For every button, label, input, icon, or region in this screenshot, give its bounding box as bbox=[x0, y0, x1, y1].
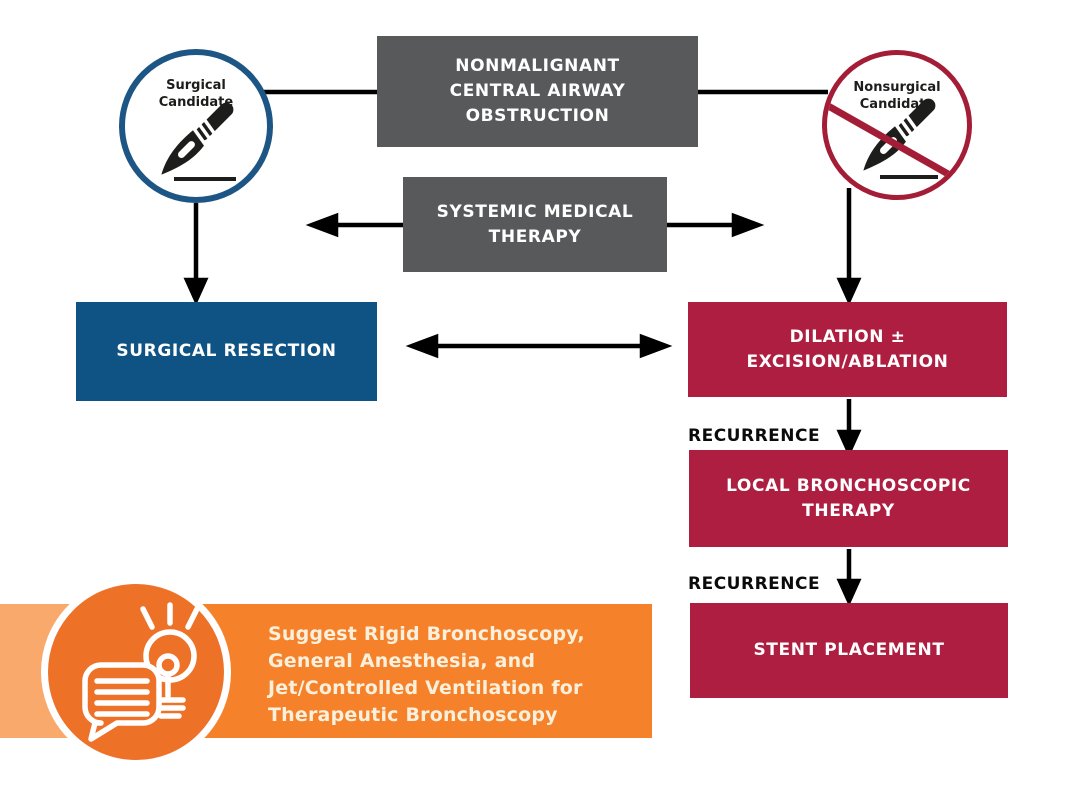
surgical-resection-label: SURGICAL RESECTION bbox=[116, 341, 337, 361]
systemic-box-line: THERAPY bbox=[488, 226, 582, 247]
nonsurgical-candidate-badge: Nonsurgical Candidate bbox=[822, 50, 972, 200]
surgical-resection-box: SURGICAL RESECTION bbox=[76, 302, 377, 401]
suggestion-text-line: Suggest Rigid Bronchoscopy, bbox=[268, 623, 585, 645]
arrowhead-down-icon bbox=[836, 578, 862, 607]
local-box-line: LOCAL BRONCHOSCOPIC bbox=[726, 475, 971, 496]
nonsurgical-candidate-line: Nonsurgical bbox=[853, 80, 941, 95]
recurrence-label-2: RECURRENCE bbox=[688, 574, 821, 594]
arrowhead-down-icon bbox=[183, 277, 209, 306]
suggestion-icon-circle bbox=[41, 577, 231, 767]
root-box-nonmalignant-cao: NONMALIGNANT CENTRAL AIRWAY OBSTRUCTION bbox=[377, 36, 698, 147]
dilation-box-line: DILATION ± bbox=[789, 326, 906, 347]
suggestion-text: Suggest Rigid Bronchoscopy, General Anes… bbox=[268, 621, 648, 729]
arrowhead-down-icon bbox=[836, 429, 862, 458]
stent-box-label: STENT PLACEMENT bbox=[753, 640, 945, 660]
arrowhead-left-icon bbox=[405, 333, 439, 359]
root-box-line: NONMALIGNANT bbox=[455, 56, 620, 76]
systemic-box-line: SYSTEMIC MEDICAL bbox=[436, 201, 634, 222]
root-box-line: OBSTRUCTION bbox=[465, 106, 610, 126]
surgical-candidate-line: Candidate bbox=[158, 95, 234, 110]
local-bronchoscopic-therapy-box: LOCAL BRONCHOSCOPIC THERAPY bbox=[689, 450, 1008, 547]
surgical-candidate-line: Surgical bbox=[166, 78, 226, 93]
idea-chat-icon bbox=[82, 602, 200, 742]
arrowhead-left-icon bbox=[305, 212, 339, 238]
nonsurgical-candidate-line: Candidate bbox=[859, 97, 935, 112]
surgical-candidate-label: Surgical Candidate bbox=[125, 77, 267, 111]
suggestion-text-line: Therapeutic Bronchoscopy bbox=[268, 704, 558, 726]
nonsurgical-candidate-label: Nonsurgical Candidate bbox=[827, 79, 967, 113]
scalpel-icon bbox=[863, 98, 938, 179]
prohibition-slash-icon bbox=[827, 101, 967, 189]
surgical-candidate-badge: Surgical Candidate bbox=[119, 49, 273, 203]
root-box-line: CENTRAL AIRWAY bbox=[449, 81, 626, 101]
suggestion-text-line: Jet/Controlled Ventilation for bbox=[268, 677, 583, 699]
local-box-line: THERAPY bbox=[802, 500, 895, 521]
scalpel-icon bbox=[161, 102, 236, 181]
stent-placement-box: STENT PLACEMENT bbox=[690, 603, 1008, 698]
dilation-excision-ablation-box: DILATION ± EXCISION/ABLATION bbox=[688, 302, 1007, 397]
systemic-medical-therapy-box: SYSTEMIC MEDICAL THERAPY bbox=[403, 177, 667, 272]
arrowhead-right-icon bbox=[731, 212, 765, 238]
speech-bubble-icon bbox=[82, 662, 162, 742]
recurrence-label-1: RECURRENCE bbox=[688, 426, 821, 446]
arrowhead-down-icon bbox=[836, 277, 862, 306]
suggestion-text-line: General Anesthesia, and bbox=[268, 650, 536, 672]
arrowhead-right-icon bbox=[639, 333, 673, 359]
dilation-box-line: EXCISION/ABLATION bbox=[746, 351, 949, 372]
